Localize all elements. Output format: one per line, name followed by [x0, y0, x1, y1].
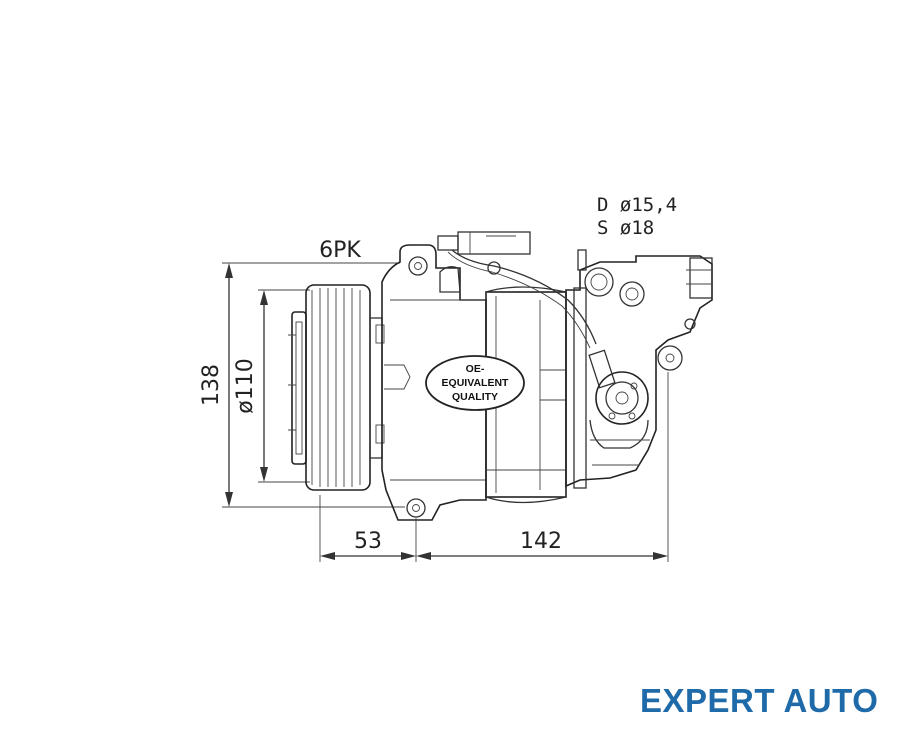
belt-profile-label: 6PK — [319, 238, 361, 263]
suction-port-label: S ø18 — [597, 217, 654, 239]
discharge-port-label: D ø15,4 — [597, 194, 677, 216]
badge-line-1: OE- — [466, 363, 485, 375]
pulley-diameter-dimension: ø110 — [233, 289, 310, 483]
pulley-diameter-label: ø110 — [233, 358, 258, 413]
badge-line-2: EQUIVALENT — [442, 377, 509, 389]
pulley — [288, 284, 385, 491]
watermark-logo: EXPERT AUTO — [640, 682, 879, 719]
compressor-body — [381, 244, 713, 521]
badge-line-3: QUALITY — [452, 391, 498, 403]
length-dimensions: 53 142 — [319, 372, 669, 562]
pulley-offset-label: 53 — [354, 529, 382, 554]
oe-equivalent-badge: OE- EQUIVALENT QUALITY — [425, 355, 525, 411]
body-length-label: 142 — [520, 529, 562, 554]
height-dimension-label: 138 — [199, 364, 224, 406]
height-dimension: 138 — [199, 262, 405, 508]
wiring-harness — [437, 231, 597, 349]
